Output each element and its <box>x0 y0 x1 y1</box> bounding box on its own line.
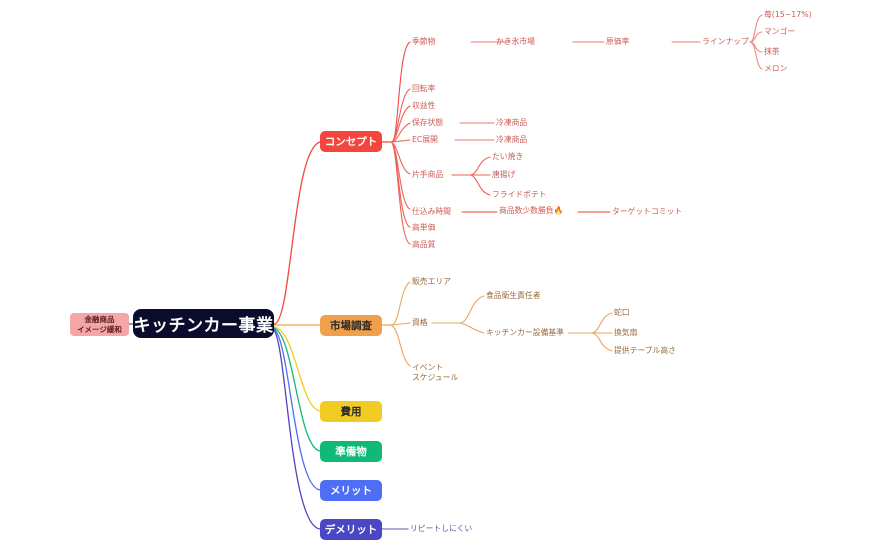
leaf-melon[interactable]: メロン <box>764 64 788 73</box>
branch-market-research[interactable]: 市場調査 <box>320 315 382 336</box>
note-line-1: 金融商品 <box>84 315 115 324</box>
leaf-lineup[interactable]: ラインナップ <box>702 37 749 46</box>
leaf-ventilation-fan[interactable]: 換気扇 <box>614 328 638 337</box>
leaf-high-unit-price[interactable]: 高単価 <box>412 223 436 232</box>
leaf-event[interactable]: イベント <box>412 363 444 372</box>
branch-merit[interactable]: メリット <box>320 480 382 501</box>
leaf-food-hygiene-manager[interactable]: 食品衛生責任者 <box>486 291 541 300</box>
leaf-storage-state[interactable]: 保存状態 <box>412 118 444 127</box>
leaf-target-commit[interactable]: ターゲットコミット <box>612 207 683 216</box>
leaf-sales-area[interactable]: 販売エリア <box>412 277 451 286</box>
leaf-few-products-strategy[interactable]: 商品数少数勝負🔥 <box>499 206 564 215</box>
leaf-matcha[interactable]: 抹茶 <box>764 47 780 56</box>
branch-concept[interactable]: コンセプト <box>320 131 382 152</box>
leaf-prep-time[interactable]: 仕込み時間 <box>412 207 451 216</box>
leaf-frozen-product-a[interactable]: 冷凍商品 <box>496 118 528 127</box>
leaf-ec-expansion[interactable]: EC展開 <box>412 135 438 144</box>
leaf-schedule[interactable]: スケジュール <box>412 373 459 382</box>
branch-demerit[interactable]: デメリット <box>320 519 382 540</box>
root-node[interactable]: キッチンカー事業 <box>133 309 274 338</box>
leaf-french-fries[interactable]: フライドポテト <box>492 190 547 199</box>
note-line-2: イメージ緩和 <box>77 324 122 334</box>
note-financial-image[interactable]: 金融商品 イメージ緩和 <box>70 313 129 336</box>
leaf-karaage[interactable]: 唐揚げ <box>492 170 516 179</box>
leaf-seasonal[interactable]: 季節物 <box>412 37 436 46</box>
leaf-high-quality[interactable]: 高品質 <box>412 240 436 249</box>
leaf-serving-table-height[interactable]: 提供テーブル高さ <box>614 346 676 355</box>
leaf-profitability[interactable]: 収益性 <box>412 101 436 110</box>
leaf-shaved-ice-market[interactable]: かき氷市場 <box>496 37 535 46</box>
leaf-qualification[interactable]: 資格 <box>412 318 428 327</box>
leaf-strawberry[interactable]: 苺(15~17%) <box>764 10 812 19</box>
leaf-frozen-product-b[interactable]: 冷凍商品 <box>496 135 528 144</box>
leaf-turnover-rate[interactable]: 回転率 <box>412 84 436 93</box>
leaf-one-hand-product[interactable]: 片手商品 <box>412 170 444 179</box>
leaf-hard-to-repeat[interactable]: リピートしにくい <box>410 524 473 533</box>
branch-preparation[interactable]: 準備物 <box>320 441 382 462</box>
leaf-taiyaki[interactable]: たい焼き <box>492 152 524 161</box>
branch-cost[interactable]: 費用 <box>320 401 382 422</box>
leaf-kitchen-car-equipment-standard[interactable]: キッチンカー設備基準 <box>486 328 564 337</box>
leaf-mango[interactable]: マンゴー <box>764 27 796 36</box>
leaf-faucet[interactable]: 蛇口 <box>614 308 630 317</box>
leaf-cost-rate[interactable]: 原価率 <box>606 37 630 46</box>
